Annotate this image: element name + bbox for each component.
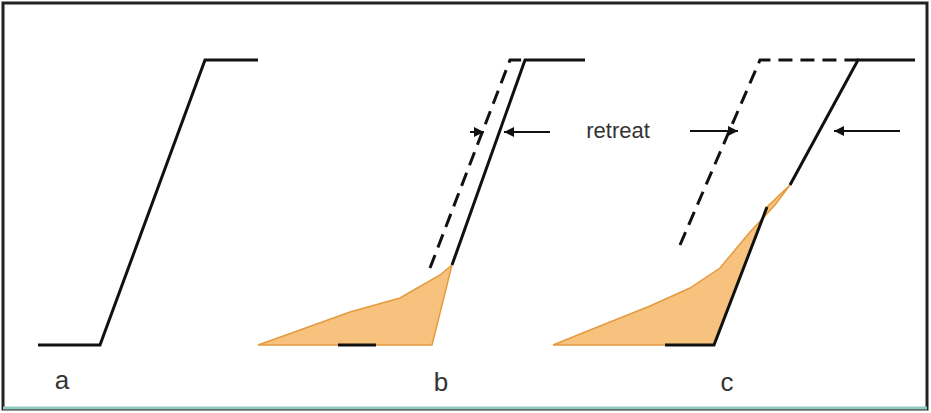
panel-letter: b bbox=[431, 369, 451, 395]
retreat-label: retreat bbox=[583, 120, 653, 142]
retreat-arrow bbox=[470, 131, 484, 133]
panel-letter: a bbox=[52, 367, 72, 393]
original-scarp bbox=[38, 60, 258, 345]
former-scarp bbox=[430, 60, 522, 268]
talus-deposit bbox=[258, 265, 452, 345]
retreated-scarp bbox=[452, 60, 585, 265]
retreat-arrow bbox=[834, 130, 900, 132]
frame bbox=[3, 3, 927, 409]
talus-deposit bbox=[553, 185, 790, 345]
buried-scarp bbox=[665, 207, 767, 345]
retreat-arrow bbox=[504, 131, 550, 133]
ground-line bbox=[338, 344, 376, 347]
retreated-scarp bbox=[790, 60, 915, 185]
retreat-arrow bbox=[690, 130, 738, 132]
panel-letter: c bbox=[718, 369, 737, 395]
former-scarp bbox=[680, 60, 860, 245]
frame-bottom bbox=[3, 407, 927, 410]
